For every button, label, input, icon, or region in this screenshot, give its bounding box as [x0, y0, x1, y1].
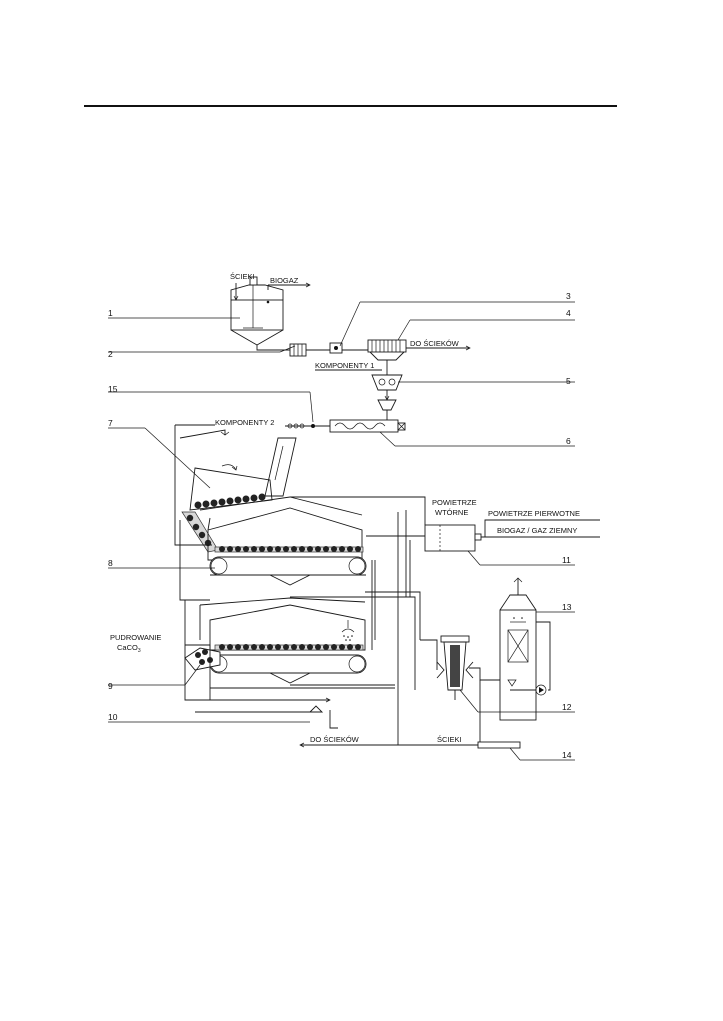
powietrze-pierwotne-label: POWIETRZE PIERWOTNE [488, 509, 580, 518]
pudrowanie-label: PUDROWANIE [110, 633, 161, 642]
lower-pellets [219, 644, 361, 650]
callout-4: 4 [566, 308, 571, 318]
callout-1: 1 [108, 308, 113, 318]
callout-13: 13 [562, 602, 572, 612]
callout-2: 2 [108, 349, 113, 359]
burner-chamber [424, 519, 600, 552]
komponenty-1-label: KOMPONENTY 1 [315, 361, 374, 370]
header-rule [84, 105, 617, 107]
biogaz-gaz-ziemny-label: BIOGAZ / GAZ ZIEMNY [497, 526, 577, 535]
scrubber-column [469, 577, 551, 721]
dryer-lower [199, 597, 367, 684]
callout-14: 14 [562, 750, 572, 760]
do-sciekow-top-label: DO ŚCIEKÓW [410, 339, 460, 348]
scieki-bottom-label: ŚCIEKI [437, 735, 462, 744]
cyclone-separator [436, 635, 474, 700]
scieki-top-label: ŚCIEKI [230, 272, 255, 281]
callout-6: 6 [566, 436, 571, 446]
leader-lines [108, 301, 575, 761]
do-sciekow-bottom-label: DO ŚCIEKÓW [310, 735, 360, 744]
pump [256, 343, 330, 357]
separator [329, 342, 368, 354]
fermenter-tank [230, 276, 311, 346]
callout-11: 11 [562, 555, 571, 565]
callout-7: 7 [108, 418, 113, 428]
callout-9: 9 [108, 681, 113, 691]
rotary-drum-coater: KOMPONENTY 2 [179, 418, 297, 553]
komponenty-2-label: KOMPONENTY 2 [215, 418, 274, 427]
callout-12: 12 [562, 702, 572, 712]
caco3-label: CaCO3 [117, 643, 141, 654]
powdering-unit [184, 644, 331, 703]
piping [174, 424, 438, 701]
extruder [285, 399, 406, 433]
mixer [371, 374, 403, 401]
drum-pellets [194, 493, 266, 509]
callout-15: 15 [108, 384, 118, 394]
callout-10: 10 [108, 712, 118, 722]
belt-press [367, 339, 471, 375]
callout-3: 3 [566, 291, 571, 301]
callout-8: 8 [108, 558, 113, 568]
wastewater-collector [299, 512, 521, 749]
sludge-outlet [195, 705, 338, 729]
biogaz-label: BIOGAZ [270, 276, 299, 285]
upper-pellets [219, 546, 361, 552]
powietrze-wtorne-label-1: POWIETRZE [432, 498, 477, 507]
callout-5: 5 [566, 376, 571, 386]
powietrze-wtorne-label-2: WTÓRNE [435, 508, 468, 517]
dryer-upper [199, 496, 367, 586]
